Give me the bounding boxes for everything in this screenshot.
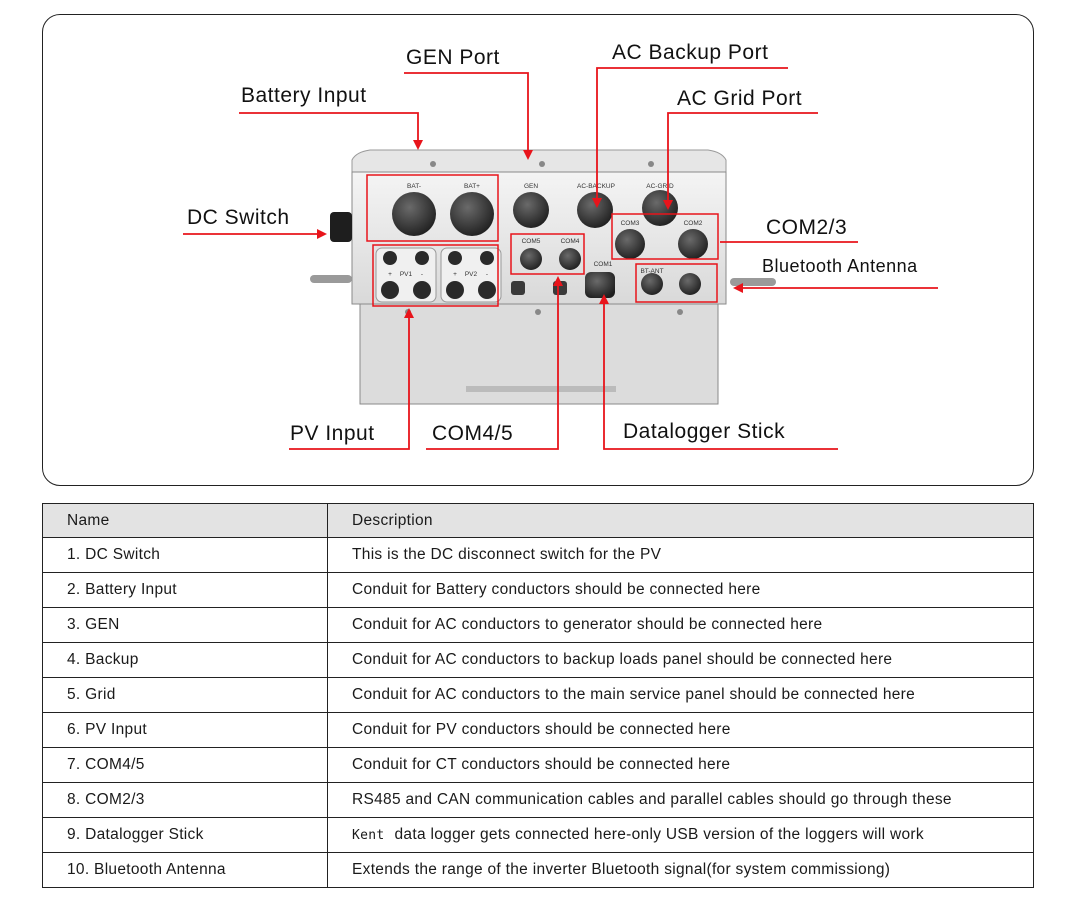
header-description: Description: [327, 503, 1034, 538]
callout-dc-switch: DC Switch: [187, 206, 290, 229]
label-pv2: PV2: [465, 271, 478, 278]
label-bt-ant: BT-ANT: [640, 268, 663, 275]
label-pv2-minus: -: [486, 271, 488, 278]
ac-grid-leader: [663, 112, 818, 210]
row-description: RS485 and CAN communication cables and p…: [327, 782, 1034, 818]
battery-input-leader: [239, 112, 423, 150]
callout-battery-input: Battery Input: [241, 84, 367, 107]
row-name: 2. Battery Input: [42, 572, 328, 608]
callout-bluetooth-antenna: Bluetooth Antenna: [762, 256, 918, 276]
label-pv2-plus: +: [453, 271, 457, 278]
table-row: 9. Datalogger Stick Kent data logger gets …: [42, 817, 1034, 853]
com1-datalogger-port: [585, 272, 615, 298]
aux-plug-2: [553, 281, 567, 295]
row-description: Conduit for PV conductors should be conn…: [327, 712, 1034, 748]
label-gen: GEN: [524, 183, 538, 190]
header-name: Name: [42, 503, 328, 538]
gen-gland: [513, 192, 549, 228]
callout-com23: COM2/3: [766, 216, 848, 239]
battery-glands: [392, 192, 494, 236]
dc-switch-knob[interactable]: [330, 212, 352, 242]
row-description: Conduit for AC conductors to the main se…: [327, 677, 1034, 713]
com4-connector: [559, 248, 581, 270]
row-description: Conduit for CT conductors should be conn…: [327, 747, 1034, 783]
row-name: 1. DC Switch: [42, 537, 328, 573]
label-com4: COM4: [561, 238, 580, 245]
label-pv1-plus: +: [388, 271, 392, 278]
callout-ac-backup-port: AC Backup Port: [612, 41, 769, 64]
label-bat-plus: BAT+: [464, 183, 480, 190]
label-com2: COM2: [684, 220, 703, 227]
table-header-row: Name Description: [42, 503, 1034, 538]
row-name: 10. Bluetooth Antenna: [42, 852, 328, 888]
label-com1: COM1: [594, 261, 613, 268]
row-name: 7. COM4/5: [42, 747, 328, 783]
datalogger-leader: [599, 294, 838, 450]
row-name: 6. PV Input: [42, 712, 328, 748]
row-description: Conduit for AC conductors to backup load…: [327, 642, 1034, 678]
row-description: Conduit for AC conductors to generator s…: [327, 607, 1034, 643]
label-pv1-minus: -: [421, 271, 423, 278]
label-ac-grid: AC-GRID: [646, 183, 674, 190]
row-name: 9. Datalogger Stick: [42, 817, 328, 853]
callout-ac-grid-port: AC Grid Port: [677, 87, 803, 110]
label-pv1: PV1: [400, 271, 413, 278]
row-name: 8. COM2/3: [42, 782, 328, 818]
callout-datalogger-stick: Datalogger Stick: [623, 420, 786, 443]
row-name: 5. Grid: [42, 677, 328, 713]
bt-ant-connector-2: [679, 273, 701, 295]
label-bat-minus: BAT-: [407, 183, 421, 190]
row-description: Extends the range of the inverter Blueto…: [327, 852, 1034, 888]
bt-ant-connector: [641, 273, 663, 295]
label-ac-backup: AC-BACKUP: [577, 183, 615, 190]
row-name: 4. Backup: [42, 642, 328, 678]
pv-input-leader: [289, 308, 414, 450]
diagram-panel: [42, 14, 1034, 486]
ac-backup-leader: [592, 67, 788, 208]
callout-pv-input: PV Input: [290, 422, 375, 445]
aux-plug: [511, 281, 525, 295]
brand-name: Kent: [352, 828, 385, 843]
callout-com45: COM4/5: [432, 422, 514, 445]
gen-port-leader: [404, 72, 533, 160]
pv-connectors: [375, 247, 502, 303]
row-name: 3. GEN: [42, 607, 328, 643]
com45-leader: [426, 276, 563, 450]
ac-grid-gland: [642, 190, 678, 226]
row-description: Conduit for Battery conductors should be…: [327, 572, 1034, 608]
row-description-text: data logger gets connected here-only USB…: [394, 826, 924, 843]
callout-gen-port: GEN Port: [406, 46, 500, 69]
highlight-boxes: [366, 174, 719, 307]
com5-connector: [520, 248, 542, 270]
ac-backup-gland: [577, 192, 613, 228]
com2-connector: [678, 229, 708, 259]
row-description: This is the DC disconnect switch for the…: [327, 537, 1034, 573]
label-com5: COM5: [522, 238, 541, 245]
com3-connector: [615, 229, 645, 259]
inverter-diagram: BAT- BAT+ GEN AC-BACKUP AC-GRID COM3 COM…: [183, 67, 938, 450]
label-com3: COM3: [621, 220, 640, 227]
row-description: Kent data logger gets connected here-only…: [327, 817, 1034, 853]
